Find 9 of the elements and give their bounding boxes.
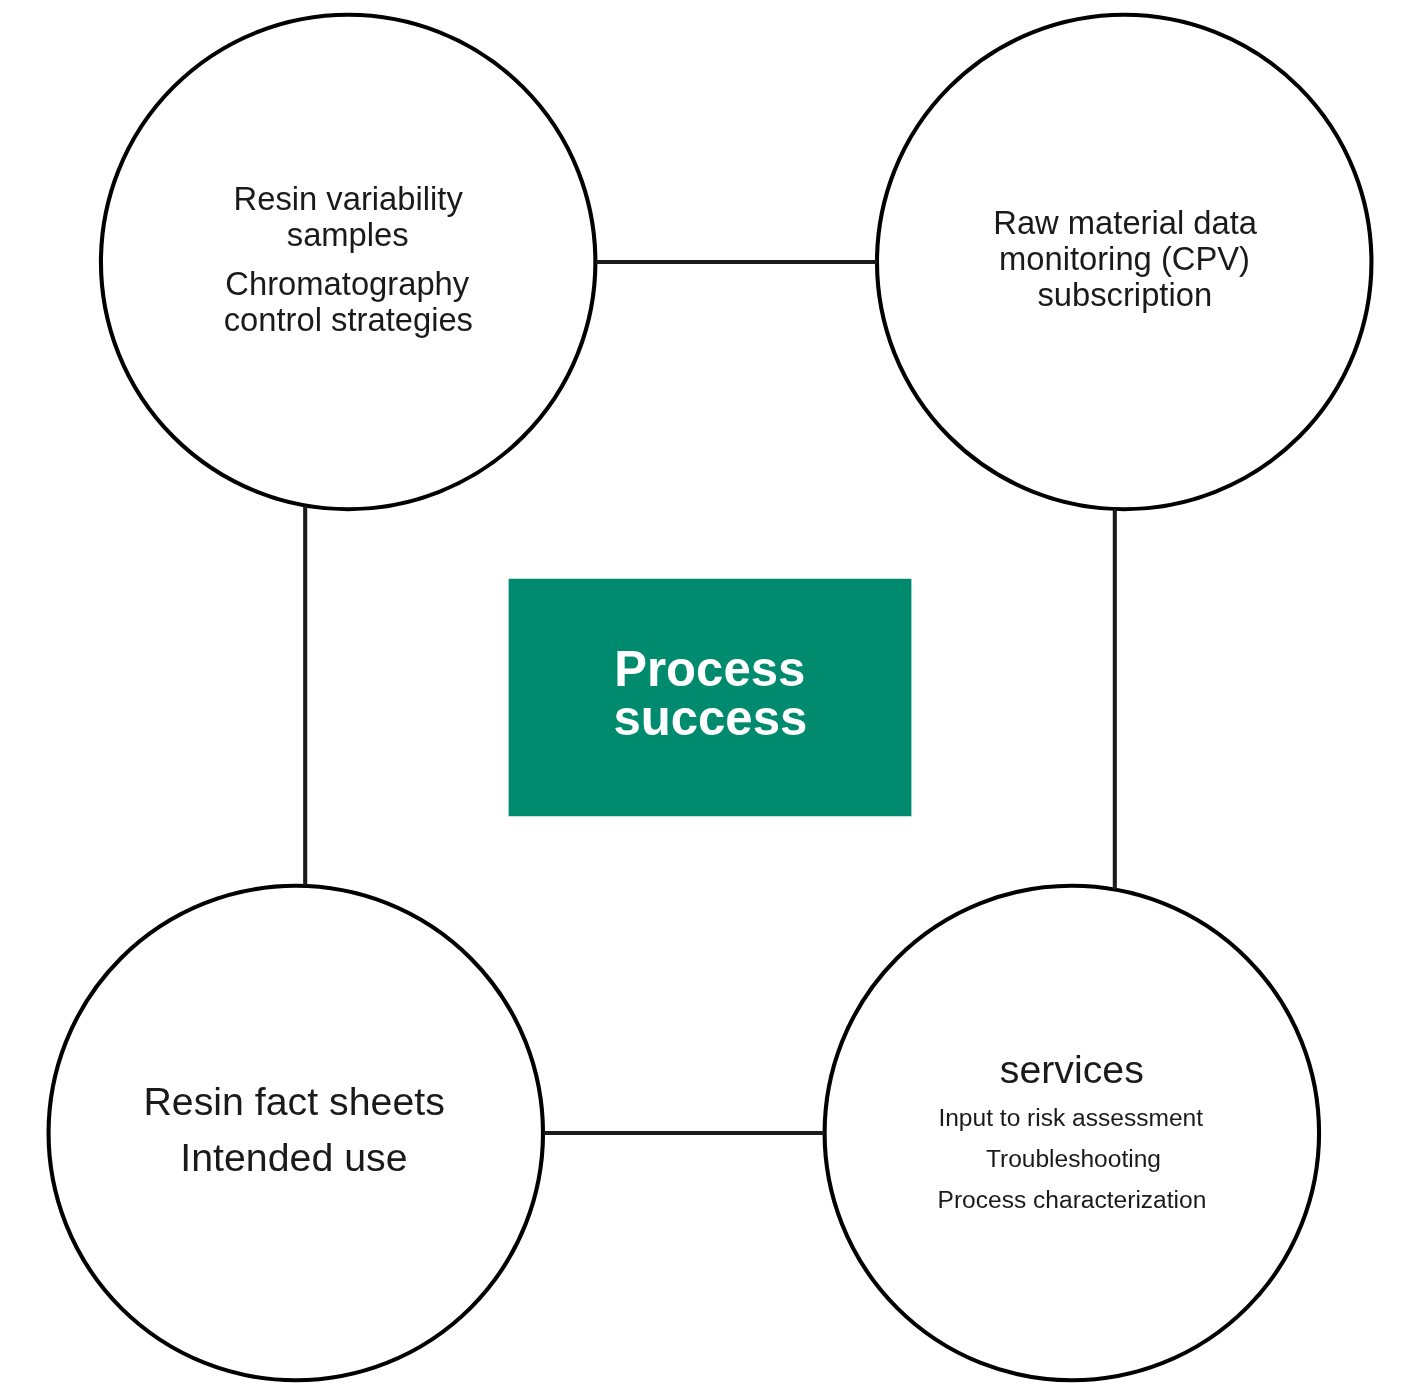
node-circle: Resin fact sheets Intended use <box>46 883 545 1383</box>
connector <box>302 505 307 886</box>
connector <box>595 259 877 265</box>
node-circle: Raw material data monitoring (CPV) subscription <box>874 12 1373 512</box>
node-box: Process success <box>508 578 911 817</box>
node-circle: Resin variability samples Chromatography control strategies <box>98 12 597 512</box>
node-circle: services Input to risk assessment Troubleshooting Process characterization <box>822 883 1321 1383</box>
connector <box>1112 509 1117 889</box>
connector <box>542 1130 824 1136</box>
